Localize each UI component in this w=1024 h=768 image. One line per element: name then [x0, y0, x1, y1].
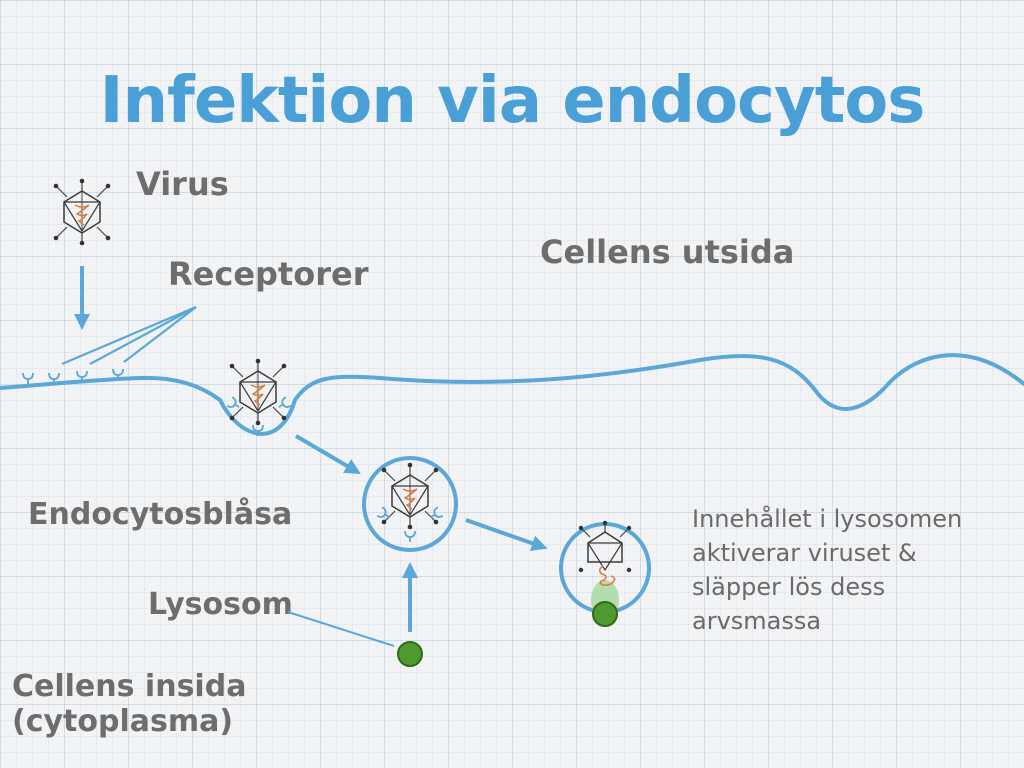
label-cell-inside-line2: (cytoplasma) — [12, 703, 234, 739]
virus-icon — [52, 177, 112, 247]
endocytic-vesicle — [362, 456, 458, 552]
lysosome-pointer-line — [287, 611, 395, 647]
receptor-icon — [427, 506, 444, 523]
virus-icon — [380, 461, 440, 531]
label-cell-inside-line1: Cellens insida — [12, 669, 247, 704]
receptor-pointer-line — [123, 306, 197, 363]
label-virus: Virus — [136, 165, 229, 203]
slide-title: Infektion via endocytos — [99, 64, 926, 138]
label-receptors: Receptorer — [168, 255, 369, 293]
receptor-icon — [376, 506, 393, 523]
virus-icon — [228, 357, 288, 427]
cell-membrane — [0, 353, 1024, 436]
activated-virus-icon — [578, 520, 632, 586]
note-line-2: aktiverar viruset & — [692, 539, 917, 567]
receptor-icon — [22, 372, 34, 385]
receptor-pointer-line — [89, 306, 197, 365]
arrow-to-vesicle — [294, 434, 361, 475]
note-line-3: släpper lös dess — [692, 573, 886, 601]
arrow-to-lysosome-fusion — [465, 518, 548, 551]
label-endocytic-vesicle: Endocytosblåsa — [28, 497, 293, 532]
lysosome — [592, 601, 618, 627]
receptor-pointer-line — [61, 305, 197, 366]
note-line-1: Innehållet i lysosomen — [692, 505, 963, 533]
label-lysosome-note: Innehållet i lysosomen aktiverar viruset… — [692, 502, 962, 638]
note-line-4: arvsmassa — [692, 607, 822, 635]
label-lysosome: Lysosom — [148, 587, 293, 622]
receptor-icon — [404, 530, 416, 543]
lysosome — [397, 641, 423, 667]
receptor-icon — [275, 396, 292, 413]
label-cell-outside: Cellens utsida — [540, 233, 795, 271]
label-cell-inside: Cellens insida (cytoplasma) — [12, 669, 247, 739]
